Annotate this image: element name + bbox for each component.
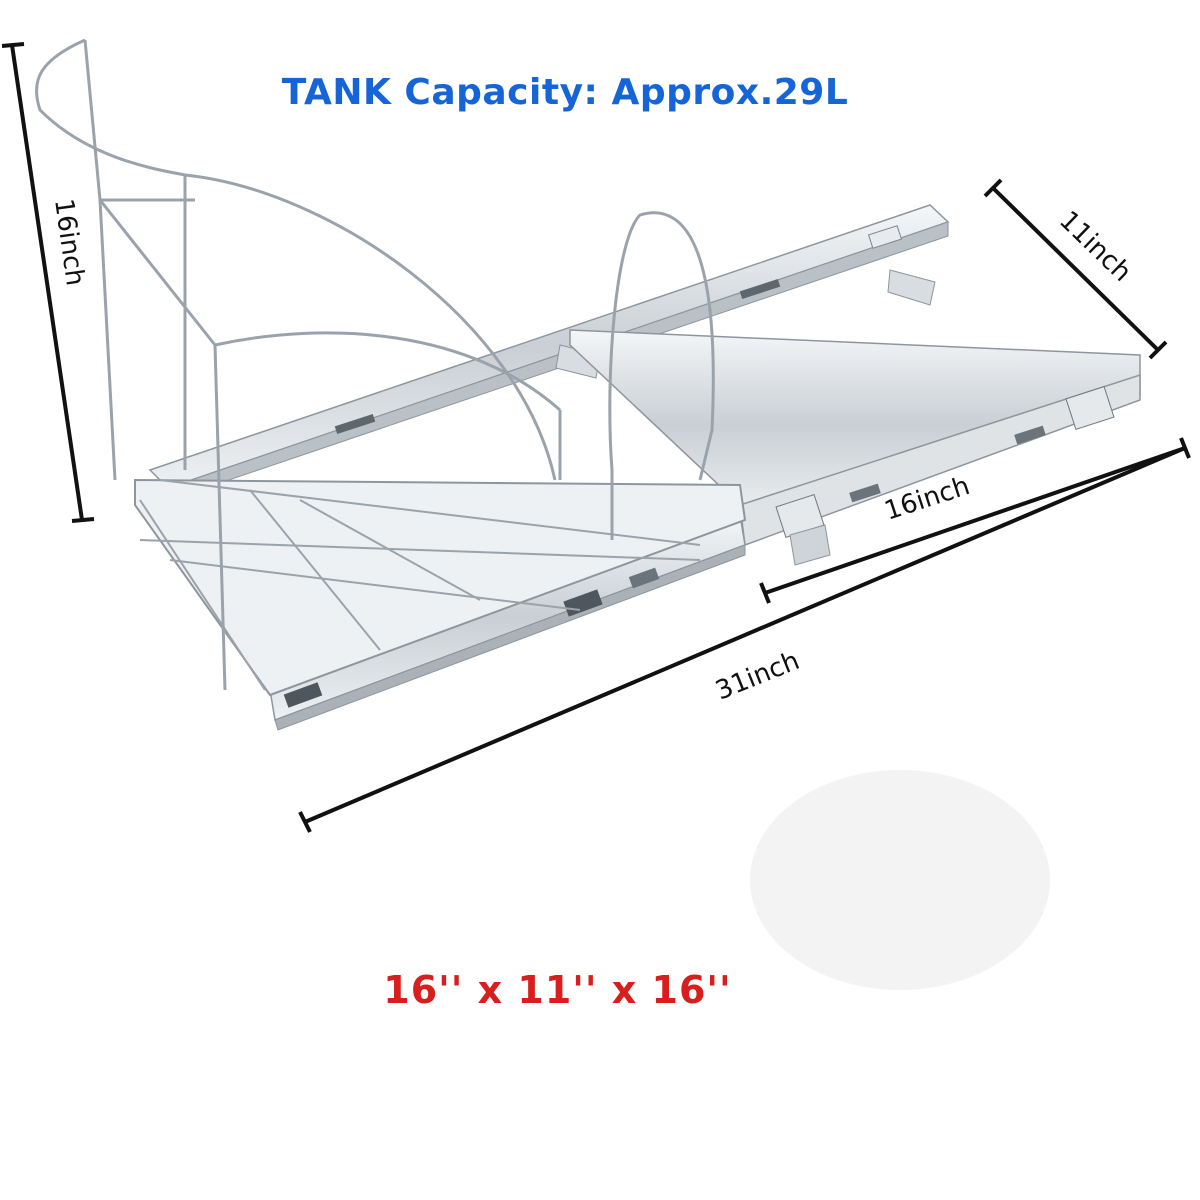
depth-dimension-label: 11inch (1053, 205, 1137, 287)
floor-shadow (750, 770, 1050, 990)
back-rail (148, 204, 950, 501)
wire-rack (35, 38, 715, 691)
frame-base (134, 478, 747, 697)
total-length-dimension-label: 31inch (711, 646, 803, 707)
tank-capacity-title: TANK Capacity: Approx.29L (281, 72, 849, 113)
height-dimension-label: 16inch (48, 197, 90, 288)
size-specification: 16'' x 11'' x 16'' (383, 968, 732, 1012)
dimension-lines (1, 42, 1191, 833)
